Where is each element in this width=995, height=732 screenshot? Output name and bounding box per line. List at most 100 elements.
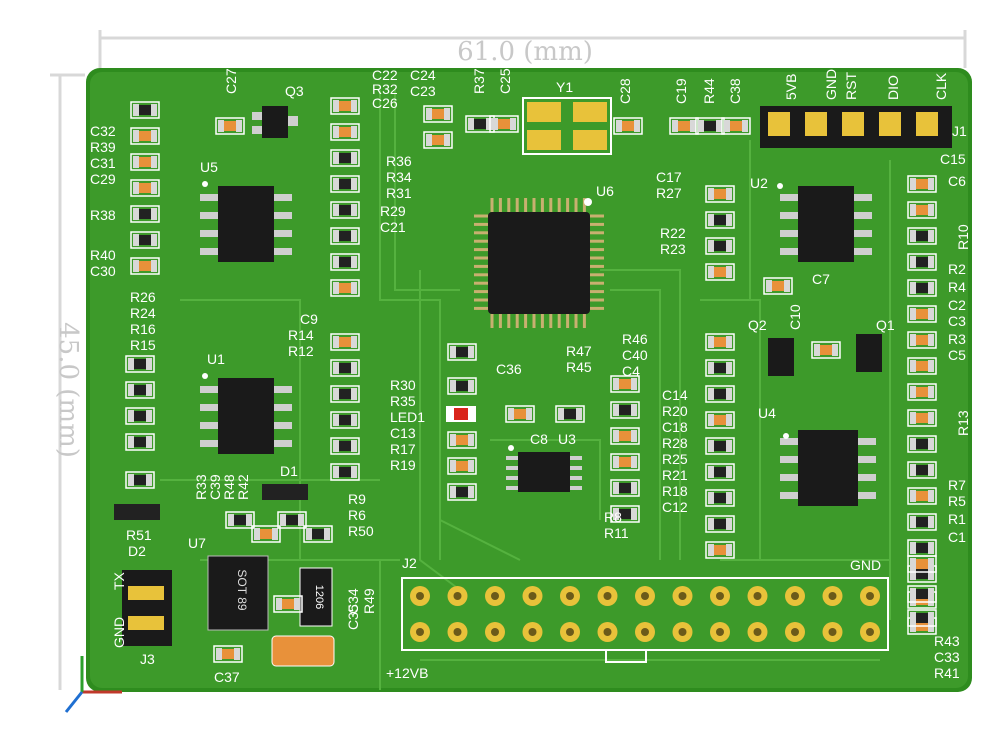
capacitor	[907, 487, 937, 505]
width-dimension: 61.0 (mm)	[98, 30, 967, 68]
label-c28: C28	[617, 78, 633, 104]
capacitor	[505, 405, 535, 423]
d2-diode: D2	[114, 504, 160, 559]
capacitor	[489, 115, 519, 133]
label-r20: R20	[662, 403, 688, 419]
label-c37: C37	[214, 669, 240, 685]
resistor	[225, 511, 255, 529]
resistor	[330, 385, 360, 403]
label-c18: C18	[662, 419, 688, 435]
label-c19: C19	[673, 78, 689, 104]
resistor	[705, 237, 735, 255]
label-r49: R49	[361, 588, 377, 614]
label-r7: R7	[948, 477, 966, 493]
resistor	[130, 101, 160, 119]
label-r50: R50	[348, 523, 374, 539]
resistor	[447, 377, 477, 395]
resistor	[330, 411, 360, 429]
capacitor	[705, 333, 735, 351]
resistor	[330, 253, 360, 271]
label-c25: C25	[497, 68, 513, 94]
resistor	[330, 227, 360, 245]
capacitor	[721, 117, 751, 135]
label-r5: R5	[948, 493, 966, 509]
label-c24: C24	[410, 67, 436, 83]
resistor	[125, 355, 155, 373]
capacitor	[447, 431, 477, 449]
label-c1: C1	[948, 529, 966, 545]
capacitor	[907, 357, 937, 375]
label-r39: R39	[90, 139, 116, 155]
resistor	[610, 479, 640, 497]
label-gnd-j2: GND	[850, 557, 881, 573]
resistor	[125, 407, 155, 425]
label-u1: U1	[207, 351, 225, 367]
label-r32: R32	[372, 81, 398, 97]
resistor	[330, 201, 360, 219]
cap-1206: 1206	[299, 567, 333, 627]
label-c9: C9	[300, 311, 318, 327]
label-c8: C8	[530, 431, 548, 447]
label-c10: C10	[787, 304, 803, 330]
capacitor	[447, 457, 477, 475]
capacitor	[705, 263, 735, 281]
resistor	[130, 205, 160, 223]
capacitor	[423, 131, 453, 149]
label-r41: R41	[934, 665, 960, 681]
label-c40: C40	[622, 347, 648, 363]
label-r13: R13	[955, 410, 971, 436]
label-r27: R27	[656, 185, 682, 201]
silkscreen-labels: C32R39C31C29R38R40C30C22R32C26C24C23R36R…	[90, 67, 971, 685]
u5-ic: U5	[200, 159, 292, 262]
capacitor	[907, 331, 937, 349]
capacitor	[705, 185, 735, 203]
capacitor	[251, 525, 281, 543]
label-c2: C2	[948, 297, 966, 313]
label-u7: U7	[188, 535, 206, 551]
label-u4: U4	[758, 405, 776, 421]
label-c30: C30	[90, 263, 116, 279]
label-c5: C5	[948, 347, 966, 363]
label-u6: U6	[596, 183, 614, 199]
j2-connector: J2 GND +12VB	[386, 555, 889, 681]
label-r38: R38	[90, 207, 116, 223]
q1-transistor: Q1	[856, 317, 895, 372]
capacitor	[763, 277, 793, 295]
label-r17: R17	[390, 441, 416, 457]
resistor	[125, 471, 155, 489]
resistor	[705, 385, 735, 403]
capacitor	[130, 179, 160, 197]
capacitor	[907, 409, 937, 427]
label-c21: C21	[380, 219, 406, 235]
j3-header: J3 TX GND	[111, 570, 172, 667]
label-c29: C29	[90, 171, 116, 187]
label-j1: J1	[952, 123, 967, 139]
resistor	[610, 505, 640, 523]
resistor	[303, 525, 333, 543]
label-q2: Q2	[748, 317, 767, 333]
resistor	[330, 437, 360, 455]
led1	[446, 406, 476, 422]
resistor	[330, 463, 360, 481]
label-c34: C34	[345, 588, 361, 614]
resistor	[330, 175, 360, 193]
label-r1: R1	[948, 511, 966, 527]
pin-label-5vb: 5VB	[783, 74, 799, 100]
resistor	[907, 253, 937, 271]
label-r25: R25	[662, 451, 688, 467]
u2-ic: U2	[750, 175, 872, 262]
label-led1: LED1	[390, 409, 425, 425]
capacitor	[330, 97, 360, 115]
label-r29: R29	[380, 203, 406, 219]
u3-ic: U3	[506, 431, 582, 492]
capacitor	[330, 123, 360, 141]
label-c13: C13	[390, 425, 416, 441]
label-tx: TX	[111, 571, 127, 590]
height-dimension: 45.0 (mm)	[50, 73, 85, 690]
capacitor	[811, 341, 841, 359]
label-q1: Q1	[876, 317, 895, 333]
label-c27: C27	[223, 68, 239, 94]
pin-label-rst: RST	[843, 72, 859, 100]
label-r21: R21	[662, 467, 688, 483]
label-r51: R51	[126, 527, 152, 543]
